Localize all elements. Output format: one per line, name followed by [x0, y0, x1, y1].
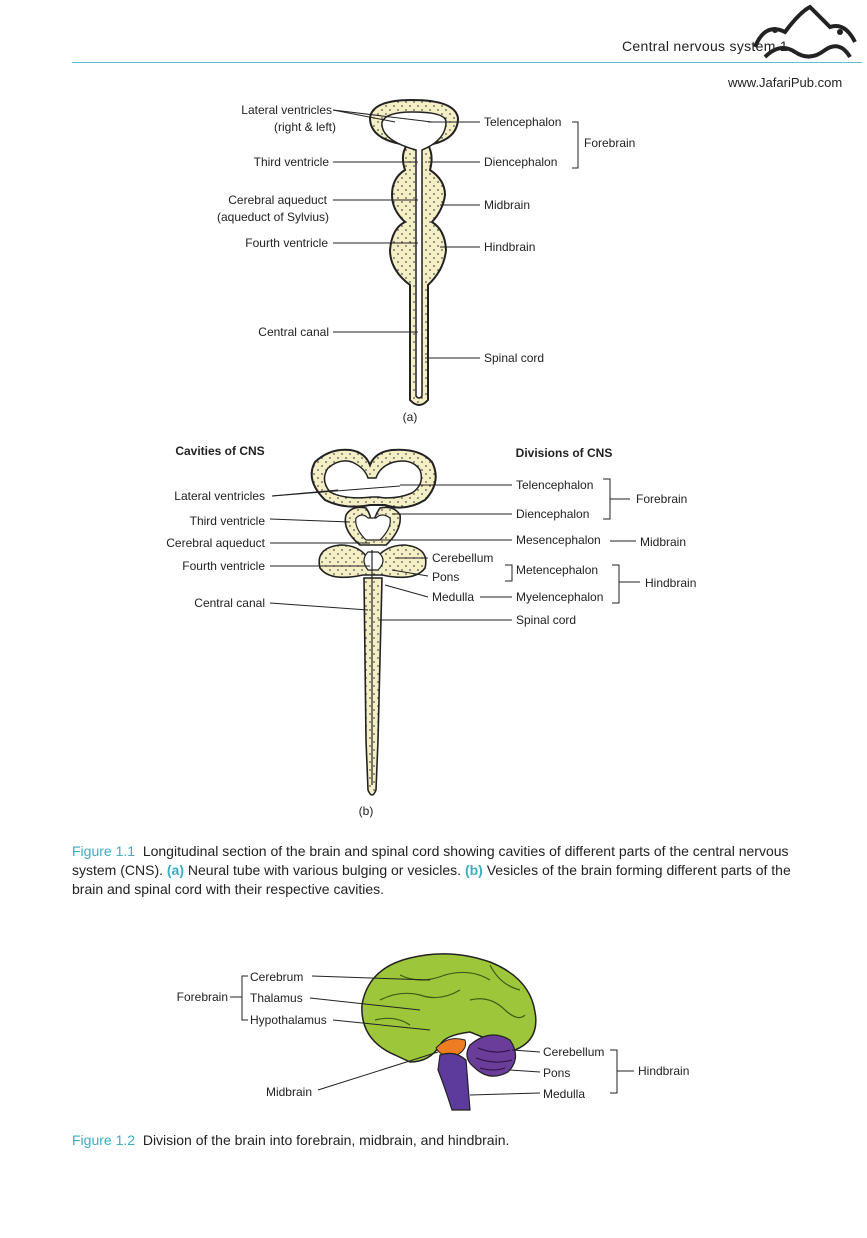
figure-1-1b: Cavities of CNS Divisions of CNS Lateral…	[166, 444, 696, 818]
label-fig2-hindbrain: Hindbrain	[638, 1064, 689, 1078]
label-b-cerebral-aqueduct: Cerebral aqueduct	[166, 536, 265, 550]
hindbrain-cavity	[363, 551, 384, 571]
label-diencephalon: Diencephalon	[484, 155, 557, 169]
label-lateral-ventricles: Lateral ventricles	[241, 103, 332, 117]
label-central-canal: Central canal	[258, 325, 329, 339]
label-hindbrain: Hindbrain	[484, 240, 535, 254]
label-b-third-ventricle: Third ventricle	[190, 514, 266, 528]
label-hypothalamus: Hypothalamus	[250, 1013, 327, 1027]
neural-tube-cavity	[381, 111, 447, 399]
label-right-left: (right & left)	[274, 120, 336, 134]
label-fig2-forebrain: Forebrain	[177, 990, 228, 1004]
brainstem-region	[437, 1052, 471, 1111]
heading-divisions: Divisions of CNS	[516, 446, 613, 460]
label-b-central-canal: Central canal	[194, 596, 265, 610]
label-b-diencephalon: Diencephalon	[516, 507, 589, 521]
label-thalamus: Thalamus	[250, 991, 303, 1005]
label-b-forebrain: Forebrain	[636, 492, 687, 506]
label-fig2-medulla: Medulla	[543, 1087, 585, 1101]
label-midbrain: Midbrain	[484, 198, 530, 212]
figure-1-2: Cerebrum Thalamus Hypothalamus Forebrain…	[177, 953, 689, 1111]
label-fourth-ventricle: Fourth ventricle	[245, 236, 328, 250]
label-b-spinal-cord: Spinal cord	[516, 613, 576, 627]
watermark-url: www.JafariPub.com	[728, 75, 843, 90]
figure-1-2-caption: Figure 1.2 Division of the brain into fo…	[72, 1132, 510, 1148]
panel-label-b: (b)	[359, 804, 374, 818]
label-b-metencephalon: Metencephalon	[516, 563, 598, 577]
panel-label-a: (a)	[403, 410, 418, 424]
label-b-telencephalon: Telencephalon	[516, 478, 593, 492]
label-b-cerebellum: Cerebellum	[432, 551, 493, 565]
figure-1-1-caption: Figure 1.1 Longitudinal section of the b…	[72, 843, 791, 897]
label-b-myelencephalon: Myelencephalon	[516, 590, 603, 604]
label-aqueduct-of-sylvius: (aqueduct of Sylvius)	[217, 210, 329, 224]
label-b-mesencephalon: Mesencephalon	[516, 533, 601, 547]
heading-cavities: Cavities of CNS	[175, 444, 264, 458]
label-b-hindbrain: Hindbrain	[645, 576, 696, 590]
label-b-lateral-ventricles: Lateral ventricles	[174, 489, 265, 503]
label-b-pons: Pons	[432, 570, 459, 584]
hemispheres-cavity	[323, 460, 423, 499]
diencephalon-cavity	[355, 514, 391, 541]
label-forebrain: Forebrain	[584, 136, 635, 150]
label-b-medulla: Medulla	[432, 590, 474, 604]
label-third-ventricle: Third ventricle	[254, 155, 330, 169]
label-telencephalon: Telencephalon	[484, 115, 561, 129]
label-cerebrum: Cerebrum	[250, 970, 303, 984]
label-cerebral-aqueduct: Cerebral aqueduct	[228, 193, 327, 207]
label-fig2-cerebellum: Cerebellum	[543, 1045, 604, 1059]
label-fig2-midbrain: Midbrain	[266, 1085, 312, 1099]
spinal-cord-outline	[363, 577, 383, 796]
label-b-midbrain: Midbrain	[640, 535, 686, 549]
header-rule	[72, 62, 862, 63]
figure-1-1a: Lateral ventricles (right & left) Third …	[217, 98, 635, 424]
label-b-fourth-ventricle: Fourth ventricle	[182, 559, 265, 573]
neural-tube-outline	[368, 98, 460, 406]
label-spinal-cord: Spinal cord	[484, 351, 544, 365]
label-fig2-pons: Pons	[543, 1066, 570, 1080]
cerebellum-region	[466, 1034, 517, 1077]
publisher-logo-icon	[753, 4, 857, 59]
